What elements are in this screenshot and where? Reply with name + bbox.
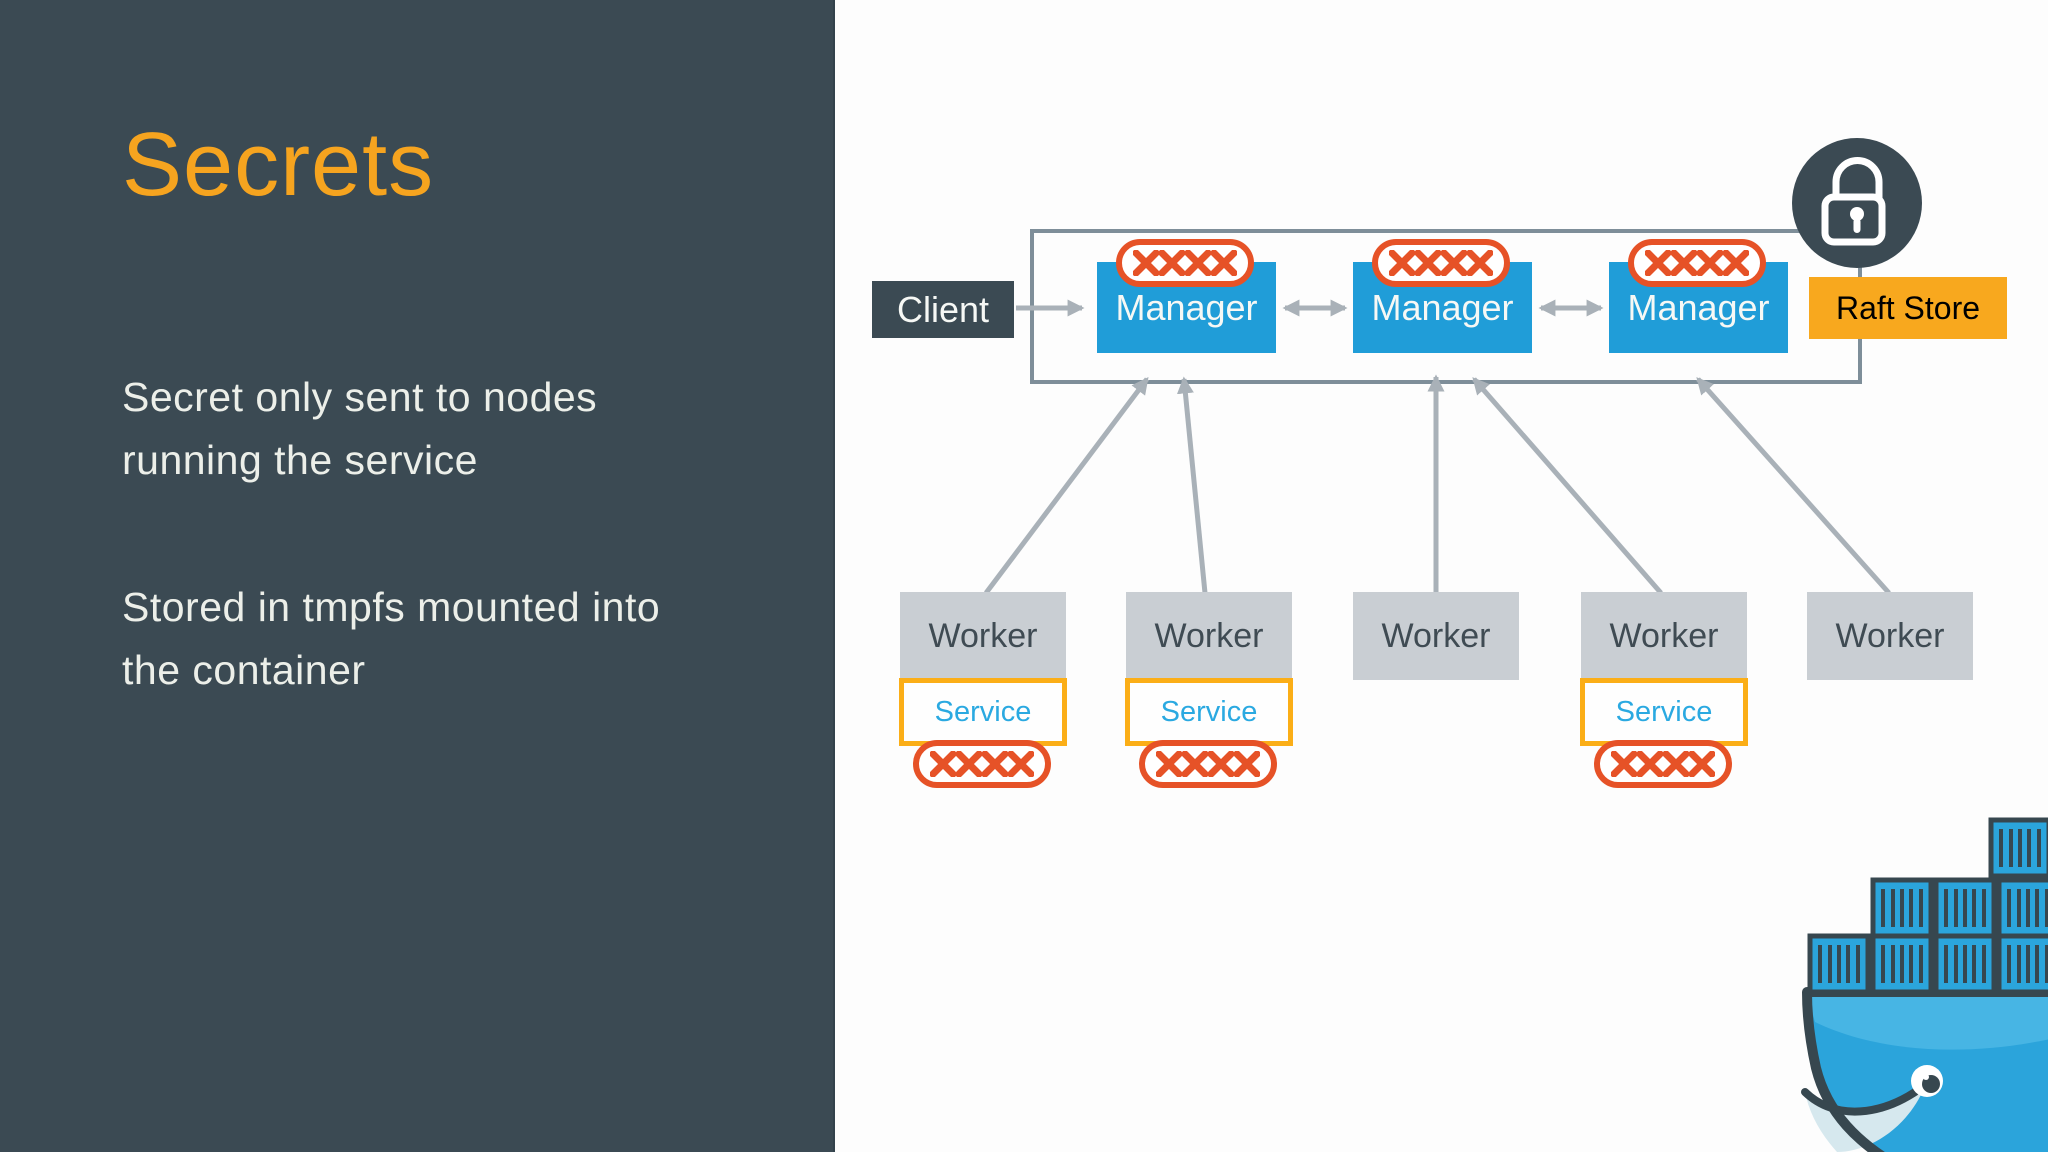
service-box-3: Service xyxy=(1580,678,1748,746)
secret-xxxx-icon xyxy=(1389,250,1493,276)
worker-node-1: Worker xyxy=(900,592,1066,680)
worker-label: Worker xyxy=(1835,616,1945,655)
secret-xxxx-badge xyxy=(1139,740,1277,788)
worker-label: Worker xyxy=(928,616,1038,655)
client-label: Client xyxy=(896,288,990,330)
arrow-worker5-to-manager3 xyxy=(1696,377,1891,595)
page-title: Secrets xyxy=(122,115,435,215)
arrow-worker1-to-manager1 xyxy=(984,376,1149,595)
lock-emblem xyxy=(1792,138,1922,268)
bullet-tmpfs: Stored in tmpfs mounted into the contain… xyxy=(122,584,661,693)
client-node: Client xyxy=(872,281,1014,338)
manager-label: Manager xyxy=(1115,286,1258,328)
service-label: Service xyxy=(1160,695,1258,728)
secret-xxxx-badge xyxy=(913,740,1051,788)
worker-node-2: Worker xyxy=(1126,592,1292,680)
secret-xxxx-badge xyxy=(1594,740,1732,788)
secret-xxxx-icon xyxy=(1133,250,1237,276)
worker-node-3: Worker xyxy=(1353,592,1519,680)
arrow-worker4-to-manager2 xyxy=(1472,377,1663,595)
raft-store-label: Raft Store xyxy=(1835,289,1981,326)
secret-xxxx-badge xyxy=(1372,239,1510,287)
secret-xxxx-badge xyxy=(1116,239,1254,287)
secret-xxxx-icon xyxy=(1645,250,1749,276)
padlock-icon xyxy=(1821,157,1886,246)
service-box-2: Service xyxy=(1125,678,1293,746)
worker-node-4: Worker xyxy=(1581,592,1747,680)
worker-label: Worker xyxy=(1381,616,1491,655)
worker-node-5: Worker xyxy=(1807,592,1973,680)
raft-store-node: Raft Store xyxy=(1809,277,2007,339)
worker-label: Worker xyxy=(1609,616,1719,655)
secret-xxxx-icon xyxy=(1611,751,1715,777)
secret-xxxx-icon xyxy=(1156,751,1260,777)
service-box-1: Service xyxy=(899,678,1067,746)
side-panel: Secrets Secret only sent to nodes runnin… xyxy=(0,0,835,1152)
secret-xxxx-icon xyxy=(930,751,1034,777)
service-label: Service xyxy=(1615,695,1713,728)
worker-label: Worker xyxy=(1154,616,1264,655)
bullet-secret-nodes: Secret only sent to nodes running the se… xyxy=(122,374,598,483)
manager-label: Manager xyxy=(1371,286,1514,328)
service-label: Service xyxy=(934,695,1032,728)
manager-label: Manager xyxy=(1627,286,1770,328)
secret-xxxx-badge xyxy=(1628,239,1766,287)
container-stack xyxy=(1807,817,2048,995)
manager-node-1: Manager xyxy=(1097,262,1276,353)
docker-whale-logo xyxy=(1801,817,2048,1152)
arrow-worker2-to-manager1 xyxy=(1176,376,1208,594)
